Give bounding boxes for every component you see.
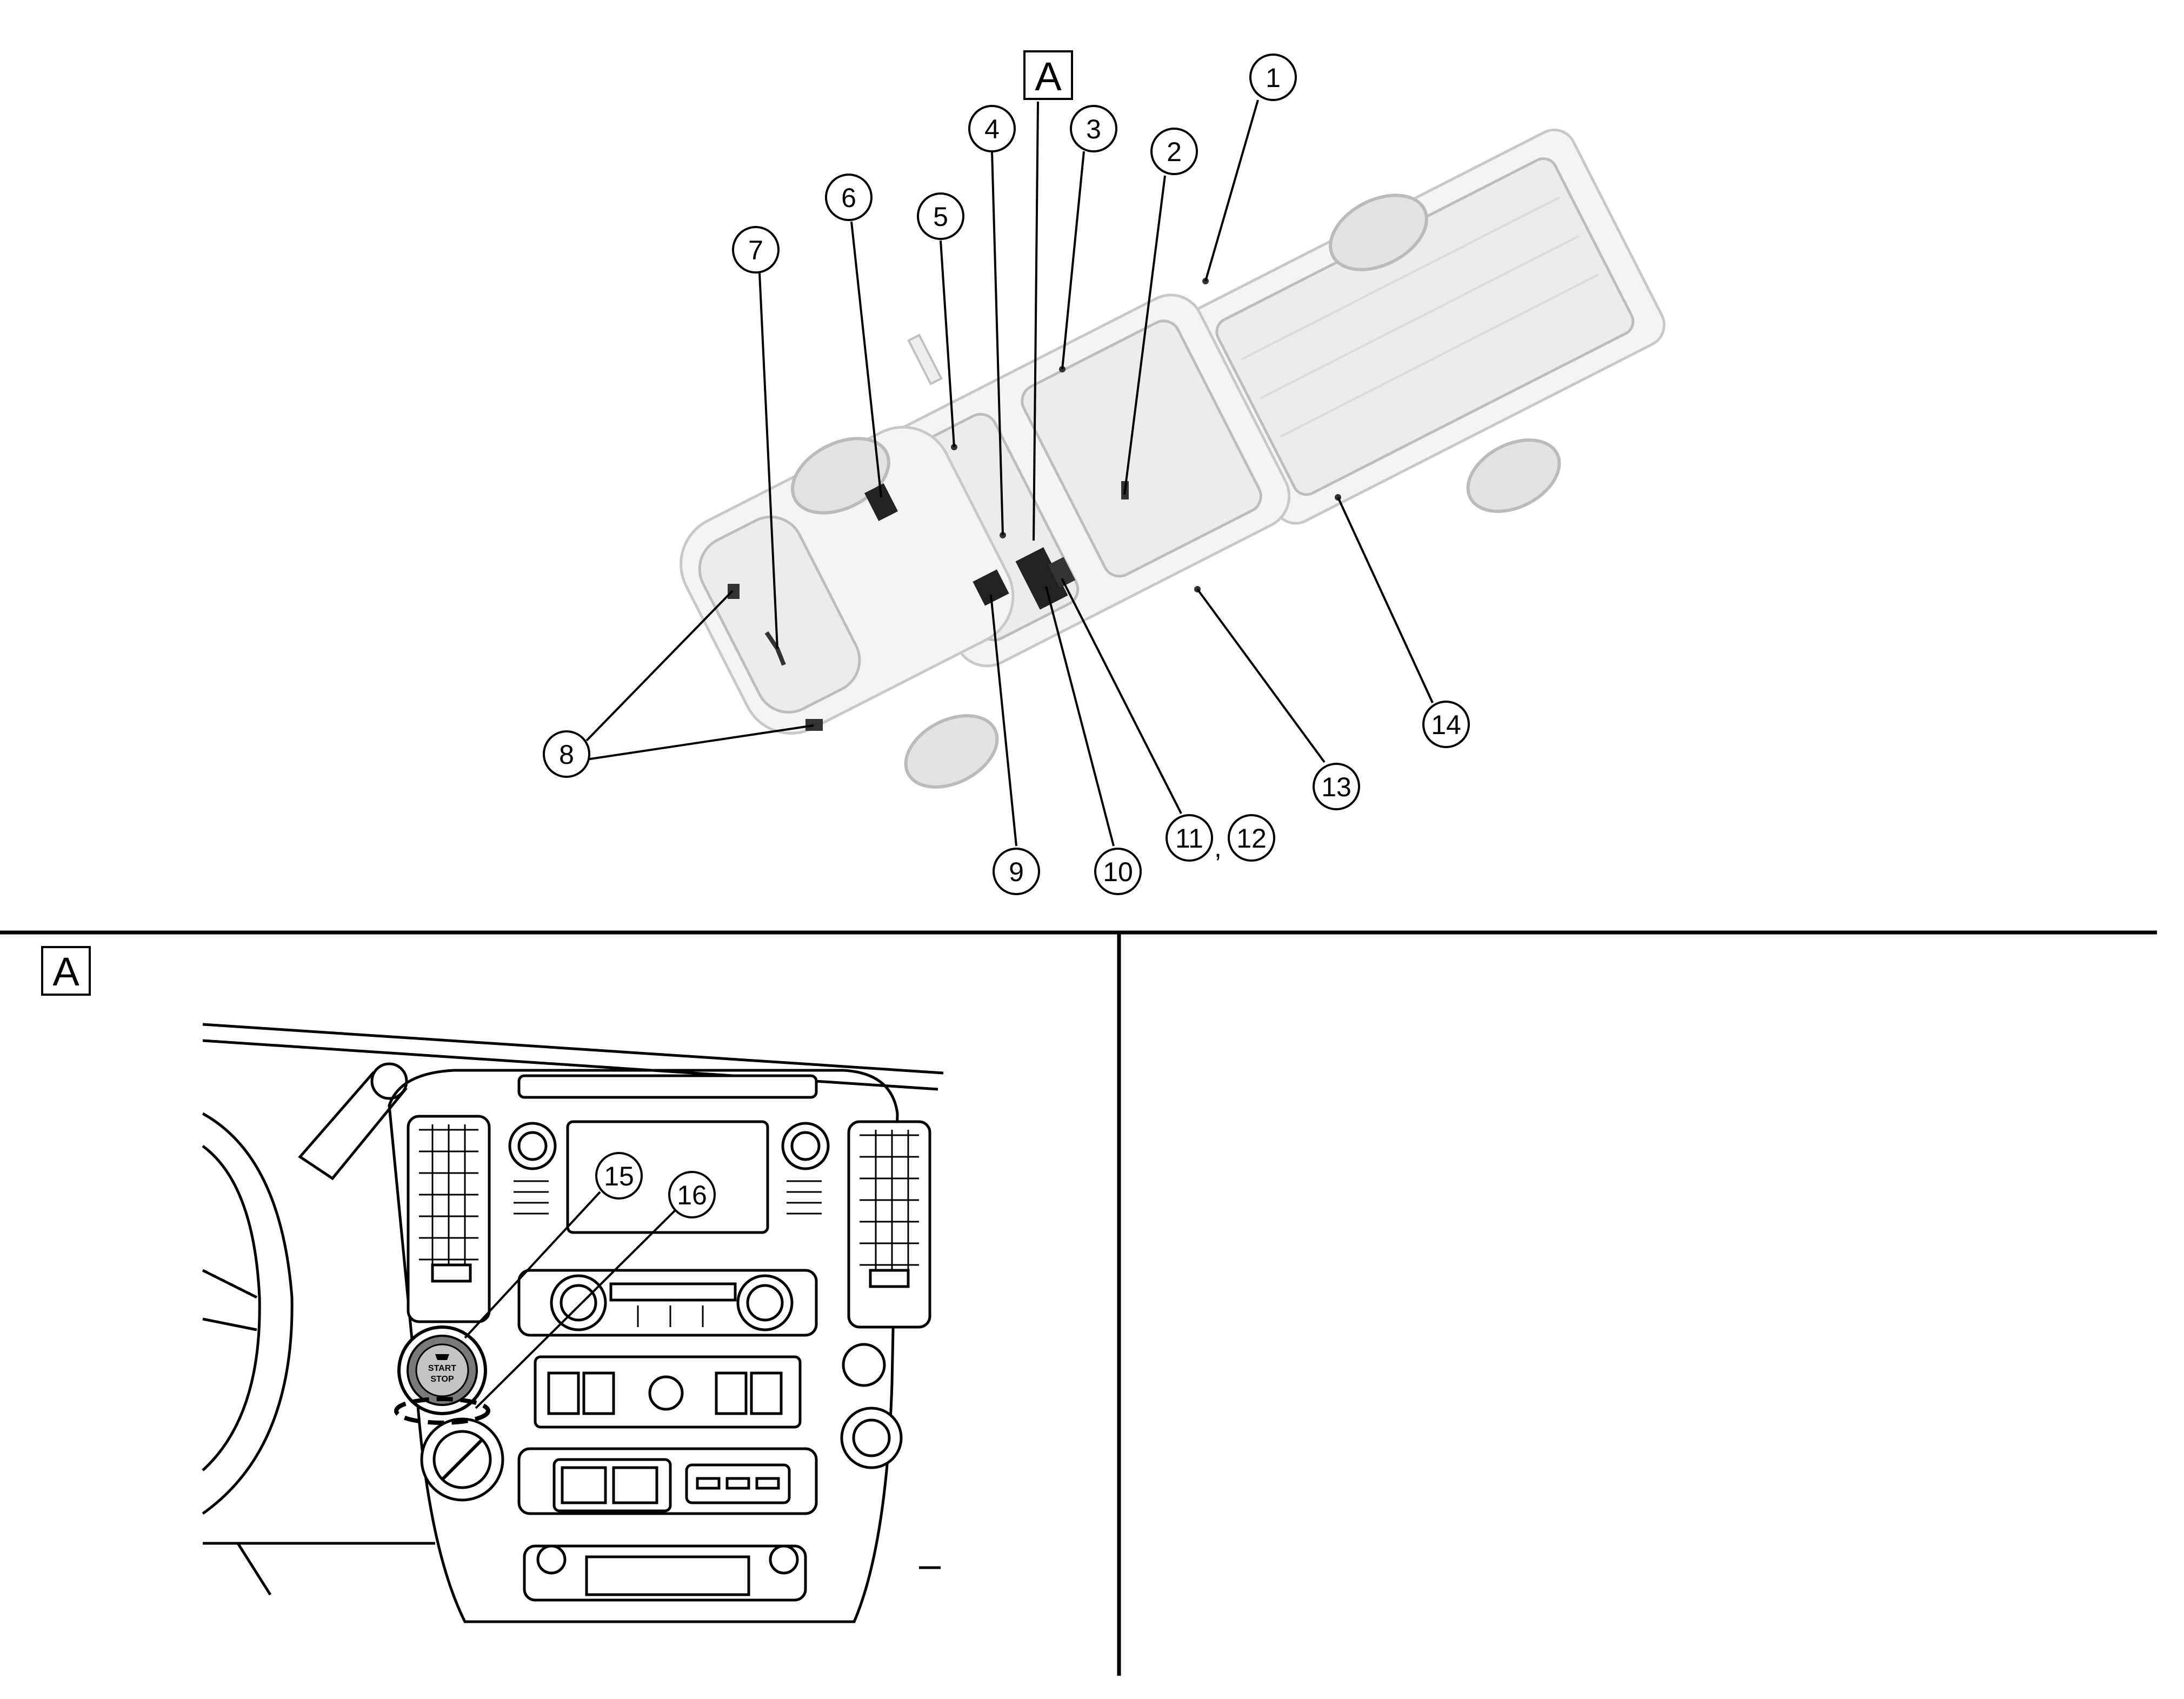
svg-text:6: 6 [841, 183, 856, 213]
svg-text:12: 12 [1236, 823, 1267, 854]
truck-bed [1184, 128, 1666, 525]
svg-text:14: 14 [1431, 710, 1461, 740]
callout-11: 11 [1166, 814, 1213, 862]
callout-10: 10 [1094, 848, 1142, 895]
antenna-ring-dashed [394, 1397, 490, 1425]
callout-13: 13 [1313, 763, 1360, 810]
callout-separator: , [1214, 832, 1222, 863]
callout-3: 3 [1070, 105, 1117, 152]
svg-text:10: 10 [1103, 857, 1133, 887]
svg-text:9: 9 [1009, 857, 1024, 887]
callout-5: 5 [917, 192, 964, 240]
truck-wheels [791, 194, 1561, 789]
svg-text:15: 15 [604, 1161, 634, 1191]
component-10 [1015, 547, 1068, 610]
leader-15 [464, 1191, 601, 1339]
callout-2: 2 [1150, 128, 1198, 175]
svg-text:1: 1 [1266, 63, 1281, 93]
view-a-label: A [1035, 54, 1062, 99]
truck-front [680, 425, 1015, 735]
callout-14: 14 [1422, 701, 1470, 748]
steering-wheel [202, 1112, 294, 1515]
svg-text:11: 11 [1175, 823, 1203, 854]
callout-9: 9 [993, 848, 1040, 895]
svg-text:8: 8 [559, 739, 574, 770]
right-air-vent [847, 1120, 931, 1329]
component-9 [973, 569, 1009, 606]
center-stack [388, 1069, 899, 1623]
component-6 [864, 483, 898, 521]
svg-text:7: 7 [748, 235, 763, 265]
view-a-box [1023, 50, 1073, 100]
detail-a-box [41, 946, 91, 996]
callout-12: 12 [1228, 814, 1275, 862]
component-11-12 [1048, 557, 1076, 588]
svg-text:16: 16 [677, 1180, 707, 1210]
svg-text:3: 3 [1086, 114, 1101, 144]
svg-text:2: 2 [1167, 137, 1182, 167]
svg-text:5: 5 [933, 202, 948, 232]
svg-text:13: 13 [1321, 772, 1351, 802]
callout-8: 8 [543, 730, 590, 778]
callout-1: 1 [1249, 54, 1297, 101]
detail-a-label: A [52, 949, 79, 994]
truck-illustration [680, 128, 1666, 789]
component-8-upper [728, 584, 740, 599]
callout-6: 6 [825, 174, 873, 221]
leader-16 [475, 1207, 678, 1409]
callout-7: 7 [732, 226, 780, 274]
callout-4: 4 [968, 105, 1016, 152]
component-8-lower [805, 719, 823, 731]
push-button-ignition-switch: START STOP [397, 1325, 487, 1415]
dashboard-illustration [202, 1023, 944, 1623]
callout-16: 16 [668, 1171, 716, 1218]
callout-15: 15 [595, 1152, 643, 1200]
button-label-stop: STOP [430, 1375, 454, 1384]
svg-text:4: 4 [984, 114, 1000, 144]
display-screen [566, 1120, 769, 1234]
leader-lines [585, 99, 1434, 847]
button-label-start: START [428, 1364, 456, 1373]
